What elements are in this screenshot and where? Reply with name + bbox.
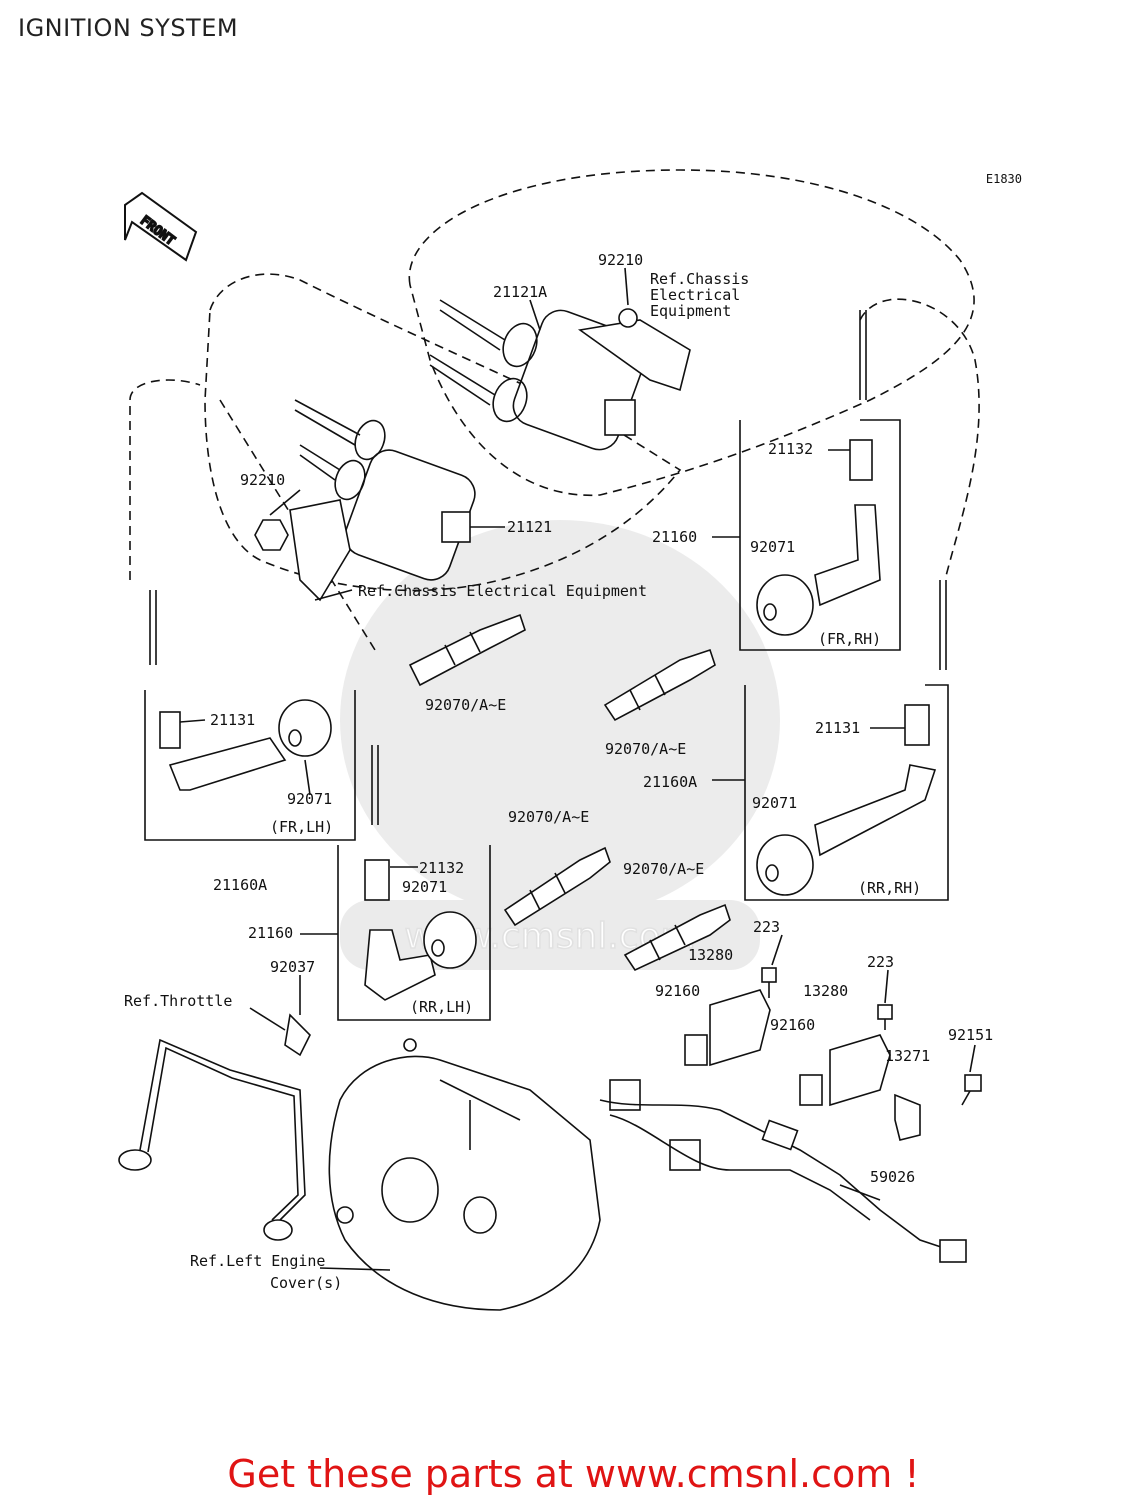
part-label[interactable]: 13280 xyxy=(688,946,733,964)
part-label[interactable]: 21131 xyxy=(815,719,860,737)
page-title: IGNITION SYSTEM xyxy=(18,14,239,42)
cta-text[interactable]: Get these parts at www.cmsnl.com ! xyxy=(227,1452,920,1496)
part-label[interactable]: 21160 xyxy=(248,924,293,942)
plug-cap-rr-lh[interactable] xyxy=(364,745,477,1001)
bracket-rr-lh xyxy=(337,845,491,1021)
part-label[interactable]: 92070/A~E xyxy=(508,808,589,826)
throttle-cable xyxy=(118,1038,306,1241)
part-label[interactable]: 92210 xyxy=(240,471,285,489)
part-label[interactable]: 92210 xyxy=(598,251,643,269)
dashed-lead-mid xyxy=(219,399,376,651)
dashed-lead-right xyxy=(859,298,980,581)
part-label[interactable]: 92070/A~E xyxy=(623,860,704,878)
position-label: (RR,LH) xyxy=(410,998,473,1016)
ref-label: Equipment xyxy=(650,302,731,320)
ref-label: Electrical xyxy=(650,286,740,304)
ref-label: Ref.Left Engine xyxy=(190,1252,325,1270)
part-label[interactable]: 13271 xyxy=(885,1047,930,1065)
bracket-fr-rh xyxy=(739,419,901,651)
screw-92151[interactable] xyxy=(961,1074,982,1106)
part-label[interactable]: 21160 xyxy=(652,528,697,546)
part-label[interactable]: 92071 xyxy=(752,794,797,812)
ignition-coil-21121a[interactable] xyxy=(429,299,691,455)
part-label[interactable]: 21131 xyxy=(210,711,255,729)
ref-label: Ref.Chassis xyxy=(650,270,749,288)
part-label[interactable]: 13280 xyxy=(803,982,848,1000)
part-label[interactable]: 92160 xyxy=(655,982,700,1000)
part-label[interactable]: 21121A xyxy=(493,283,547,301)
left-engine-cover xyxy=(328,1038,601,1311)
part-label[interactable]: 92070/A~E xyxy=(425,696,506,714)
position-label: (FR,LH) xyxy=(270,818,333,836)
parts-cta-link[interactable]: Get these parts at www.cmsnl.com ! xyxy=(0,1452,1147,1496)
ignition-coil-21121[interactable] xyxy=(254,399,480,602)
plate-92160-b[interactable] xyxy=(799,1074,823,1106)
plug-cap-fr-rh[interactable] xyxy=(756,310,881,636)
part-label[interactable]: 92070/A~E xyxy=(605,740,686,758)
dashed-lead-left xyxy=(129,379,201,580)
part-label[interactable]: 21121 xyxy=(507,518,552,536)
part-label[interactable]: 21132 xyxy=(768,440,813,458)
plate-92160-a[interactable] xyxy=(684,1034,708,1066)
diagram-code: E1830 xyxy=(986,172,1022,186)
clamp-13271[interactable] xyxy=(894,1093,921,1141)
bracket-13280-a[interactable] xyxy=(709,989,771,1067)
bracket-fr-lh xyxy=(144,690,356,841)
dashed-outline-top xyxy=(408,169,975,496)
plug-cap-fr-lh[interactable] xyxy=(149,590,332,791)
part-label[interactable]: 223 xyxy=(753,918,780,936)
part-label[interactable]: 92151 xyxy=(948,1026,993,1044)
screw-223-a[interactable] xyxy=(761,967,777,998)
part-label[interactable]: 223 xyxy=(867,953,894,971)
dashed-outline-left xyxy=(204,273,682,592)
part-label[interactable]: 92160 xyxy=(770,1016,815,1034)
part-label[interactable]: 21132 xyxy=(419,859,464,877)
part-label[interactable]: 92071 xyxy=(402,878,447,896)
spark-plug-2[interactable] xyxy=(603,648,716,722)
diagram-labels: E1830 92210 Ref.Chassis Electrical Equip… xyxy=(124,172,1022,1292)
bracket-13280-b[interactable] xyxy=(829,1034,891,1107)
position-label: (RR,RH) xyxy=(858,879,921,897)
part-label[interactable]: 92071 xyxy=(750,538,795,556)
clamp-92037[interactable] xyxy=(284,1013,311,1057)
part-label[interactable]: 92037 xyxy=(270,958,315,976)
spark-plug-4[interactable] xyxy=(623,903,731,972)
ref-label: Cover(s) xyxy=(270,1274,342,1292)
bracket-rr-rh xyxy=(744,684,949,901)
spark-plug-3[interactable] xyxy=(503,846,611,927)
position-label: (FR,RH) xyxy=(818,630,881,648)
front-arrow-icon: FRONT xyxy=(124,191,198,262)
part-label[interactable]: 21160A xyxy=(643,773,697,791)
part-label[interactable]: 92071 xyxy=(287,790,332,808)
spark-plug-1[interactable] xyxy=(408,613,526,687)
pickup-coil-harness[interactable] xyxy=(599,1079,967,1263)
ref-label: Ref.Chassis Electrical Equipment xyxy=(358,582,647,600)
part-label[interactable]: 21160A xyxy=(213,876,267,894)
plug-cap-rr-rh[interactable] xyxy=(756,580,947,896)
part-label[interactable]: 59026 xyxy=(870,1168,915,1186)
ref-label: Ref.Throttle xyxy=(124,992,232,1010)
screw-223-b[interactable] xyxy=(877,1004,893,1030)
